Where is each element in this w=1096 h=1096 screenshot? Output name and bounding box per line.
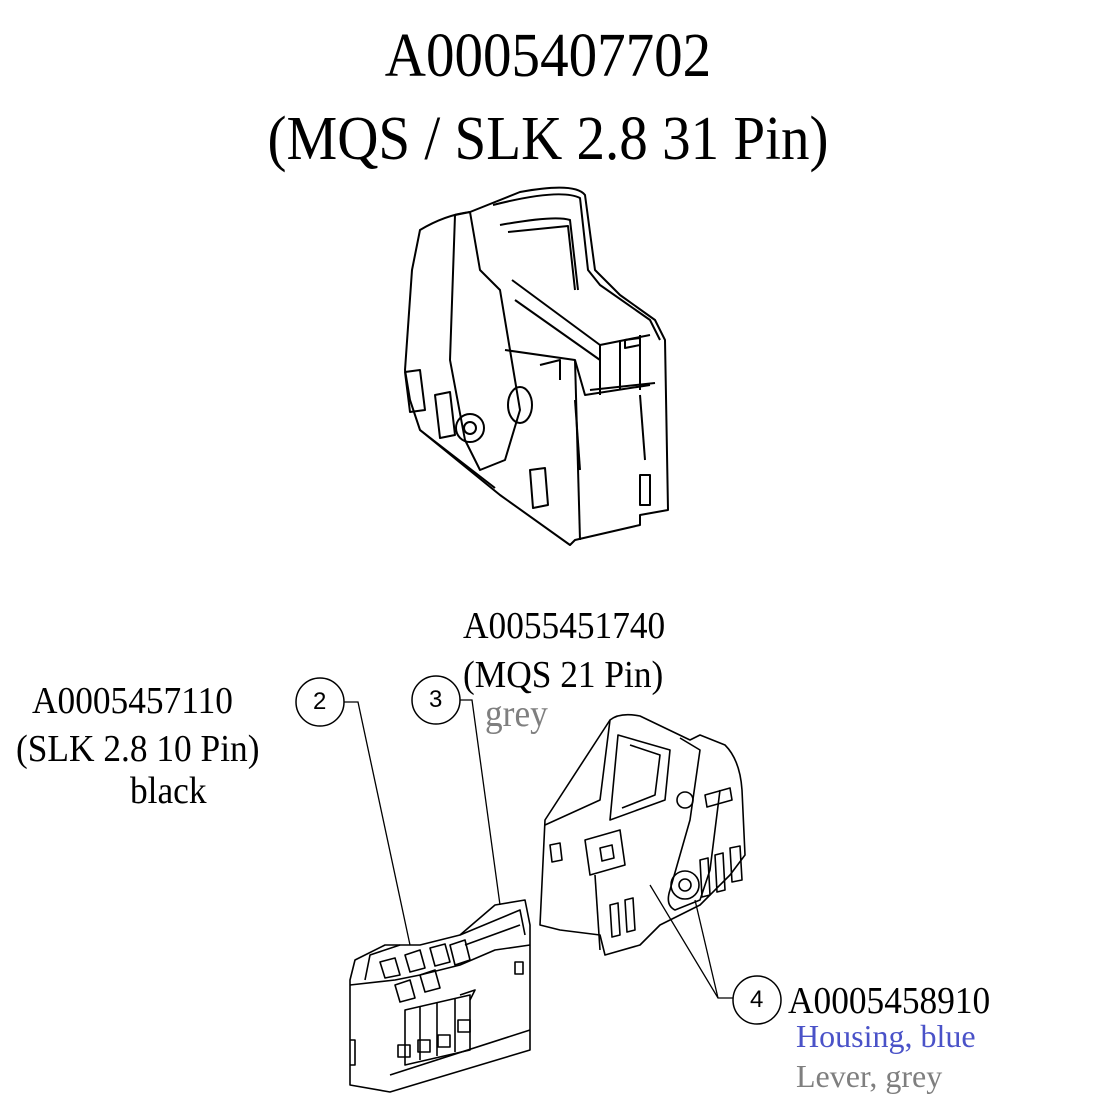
leader-lines xyxy=(344,699,735,999)
connector-insert-drawing xyxy=(349,899,531,1093)
title-part-number: A0005407702 xyxy=(384,22,712,90)
callout-2-badge xyxy=(295,677,345,727)
callout-4-housing-note: Housing, blue xyxy=(796,1018,976,1054)
callout-number-3: 3 xyxy=(429,686,443,713)
callout-2-description: (SLK 2.8 10 Pin) xyxy=(16,728,260,770)
callout-3-description: (MQS 21 Pin) xyxy=(463,654,664,696)
callout-circle-icon xyxy=(295,677,345,727)
callout-3-badge xyxy=(411,675,461,725)
connector-assembly-drawing xyxy=(404,186,669,546)
callout-number-4: 4 xyxy=(750,986,764,1013)
callout-4-badge xyxy=(732,975,782,1025)
callout-3-color-note: grey xyxy=(485,693,548,735)
callout-3-part-number: A0055451740 xyxy=(463,605,666,647)
callout-2-part-number: A0005457110 xyxy=(32,680,233,722)
callout-4-part-number: A0005458910 xyxy=(788,980,991,1022)
callout-circle-icon xyxy=(411,675,461,725)
callout-number-2: 2 xyxy=(313,688,327,715)
callout-4-lever-note: Lever, grey xyxy=(796,1058,943,1094)
connector-housing-drawing xyxy=(539,713,746,956)
callout-circle-icon xyxy=(732,975,782,1025)
title-description: (MQS / SLK 2.8 31 Pin) xyxy=(267,105,829,173)
callout-2-color-note: black xyxy=(130,770,207,812)
